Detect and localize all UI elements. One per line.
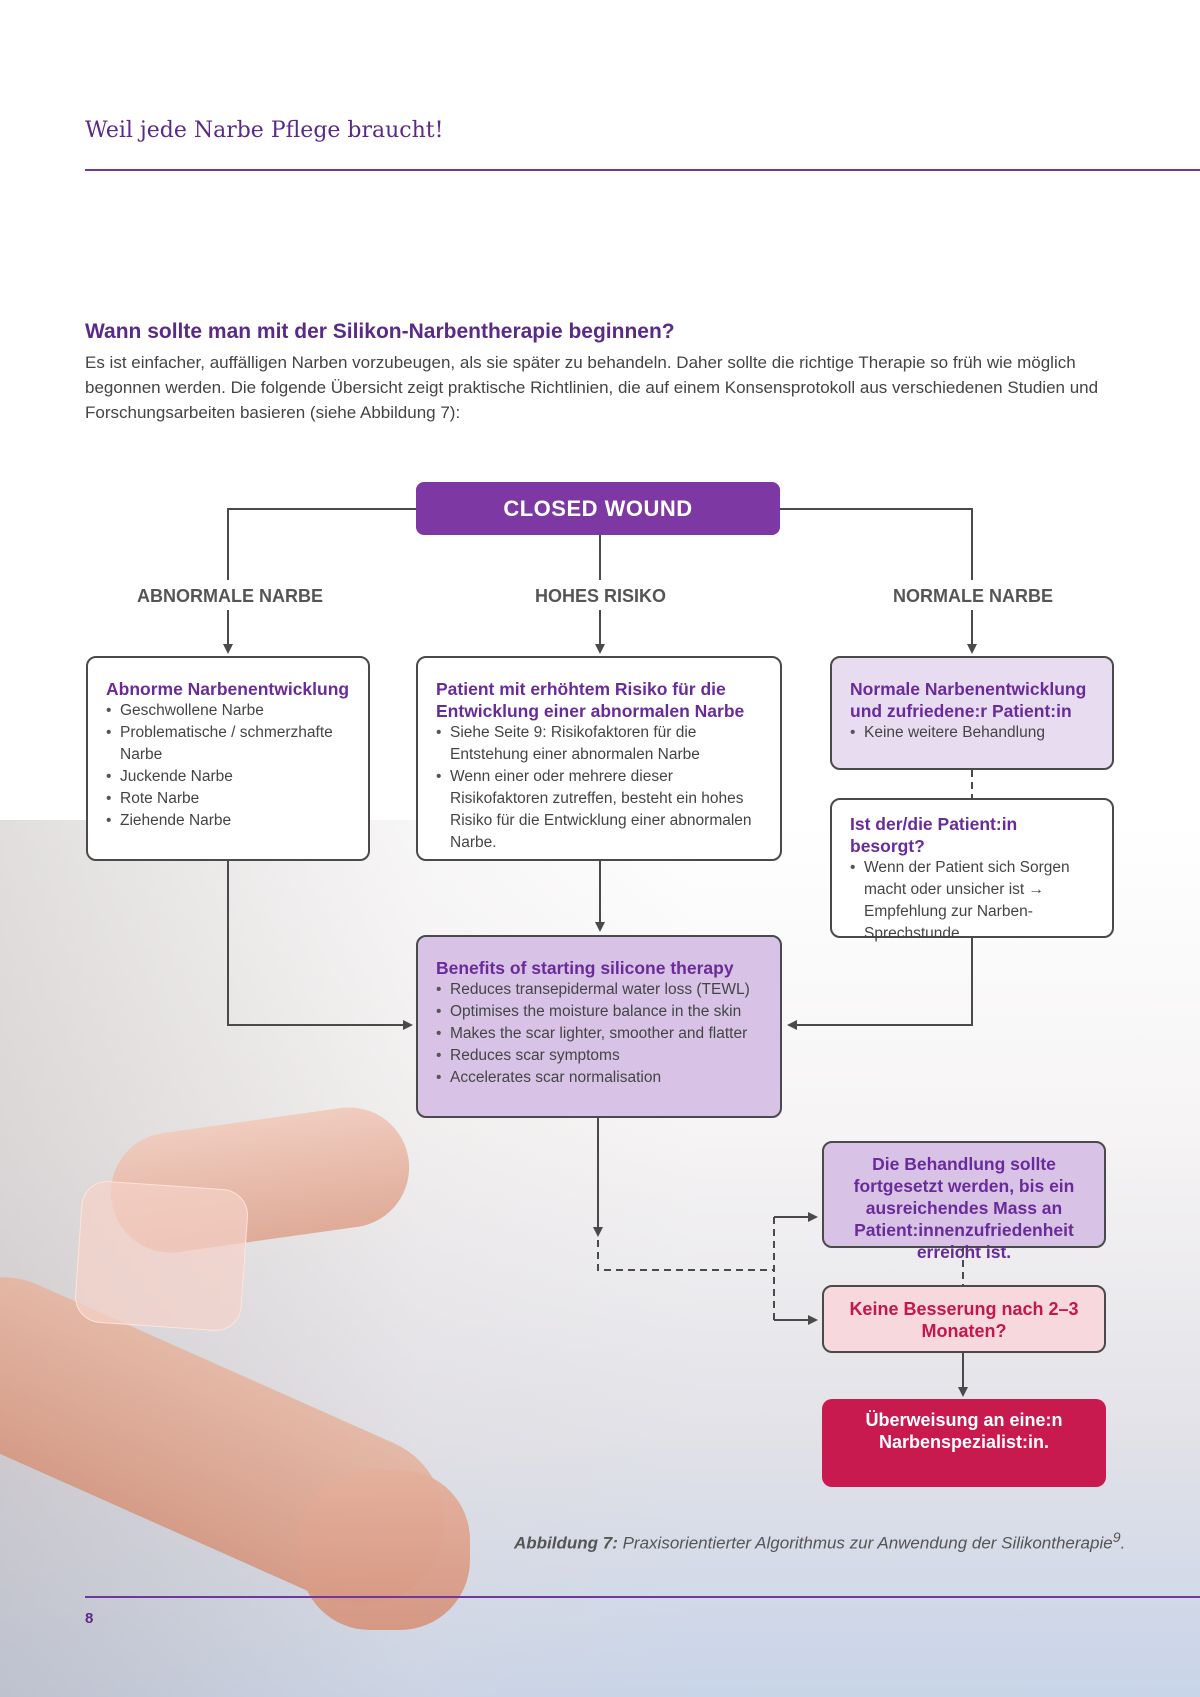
- abnormal-scar-item: Geschwollene Narbe: [106, 700, 350, 722]
- patient-concern-box: Ist der/die Patient:in besorgt? Wenn der…: [830, 798, 1114, 942]
- high-risk-title: Patient mit erhöhtem Risiko für die Entw…: [436, 679, 745, 721]
- connector-abnormal-benefits: [227, 861, 413, 1030]
- normal-scar-title: Normale Narbenentwicklung und zufriedene…: [850, 679, 1087, 721]
- abnormal-scar-item: Juckende Narbe: [106, 766, 350, 788]
- figure-caption: Abbildung 7: Praxisorientierter Algorith…: [514, 1530, 1125, 1554]
- abnormal-scar-item: Ziehende Narbe: [106, 810, 350, 832]
- benefits-item: Reduces scar symptoms: [436, 1045, 762, 1067]
- closed-wound-node: CLOSED WOUND: [416, 482, 780, 535]
- branch-label-abnormal: ABNORMALE NARBE: [137, 586, 323, 606]
- header-rule: [85, 169, 1200, 171]
- intro-paragraph: Es ist einfacher, auffälligen Narben vor…: [85, 353, 1099, 422]
- high-risk-box: Patient mit erhöhtem Risiko für die Entw…: [416, 656, 782, 861]
- normal-scar-box: Normale Narbenentwicklung und zufriedene…: [830, 656, 1114, 770]
- benefits-item: Reduces transepidermal water loss (TEWL): [436, 979, 762, 1001]
- connector-concern-benefits: [787, 938, 973, 1030]
- connector-dashed-split: [597, 1240, 774, 1271]
- connector-root-right: [780, 508, 973, 580]
- high-risk-item: Siehe Seite 9: Risikofaktoren für die En…: [436, 722, 762, 766]
- figure-caption-label: Abbildung 7:: [514, 1533, 618, 1553]
- continue-treatment-box: Die Behandlung sollte fortgesetzt werden…: [822, 1141, 1106, 1262]
- patient-concern-title: Ist der/die Patient:in besorgt?: [850, 814, 1018, 856]
- benefits-box: Benefits of starting silicone therapy Re…: [416, 935, 782, 1118]
- benefits-item: Accelerates scar normalisation: [436, 1067, 762, 1089]
- footer-rule: [85, 1596, 1200, 1598]
- no-improvement-box: Keine Besserung nach 2–3 Monaten?: [822, 1285, 1106, 1353]
- branch-label-high-risk: HOHES RISIKO: [535, 586, 667, 606]
- benefits-title: Benefits of starting silicone therapy: [436, 958, 734, 978]
- abnormal-scar-item: Problematische / schmerzhafte Narbe: [106, 722, 350, 766]
- no-improvement-text: Keine Besserung nach 2–3 Monaten?: [849, 1299, 1079, 1341]
- figure-caption-text: Praxisorientierter Algorithmus zur Anwen…: [617, 1533, 1113, 1553]
- abnormal-scar-title: Abnorme Narbenentwicklung: [106, 679, 350, 699]
- page-number: 8: [85, 1610, 94, 1627]
- benefits-item: Optimises the moisture balance in the sk…: [436, 1001, 762, 1023]
- referral-text: Überweisung an eine:n Narbenspezialist:i…: [865, 1410, 1063, 1452]
- running-header-title: Weil jede Narbe Pflege braucht!: [85, 118, 444, 143]
- figure-caption-footnote: 9: [1112, 1530, 1121, 1546]
- photo-fist: [300, 1470, 470, 1630]
- referral-box: Überweisung an eine:n Narbenspezialist:i…: [822, 1399, 1106, 1487]
- figure-caption-end: .: [1120, 1533, 1126, 1553]
- normal-scar-item: Keine weitere Behandlung: [850, 722, 1094, 744]
- benefits-item: Makes the scar lighter, smoother and fla…: [436, 1023, 762, 1045]
- continue-treatment-text: Die Behandlung sollte fortgesetzt werden…: [853, 1154, 1075, 1262]
- high-risk-item: Wenn einer oder mehrere dieser Risikofak…: [436, 766, 762, 854]
- section-heading: Wann sollte man mit der Silikon-Narbenth…: [85, 320, 675, 343]
- abnormal-scar-item: Rote Narbe: [106, 788, 350, 810]
- branch-label-normal: NORMALE NARBE: [893, 586, 1053, 606]
- patient-concern-item: Wenn der Patient sich Sorgen macht oder …: [850, 857, 1094, 945]
- connector-root-left: [227, 508, 416, 580]
- abnormal-scar-box: Abnorme Narbenentwicklung Geschwollene N…: [86, 656, 370, 861]
